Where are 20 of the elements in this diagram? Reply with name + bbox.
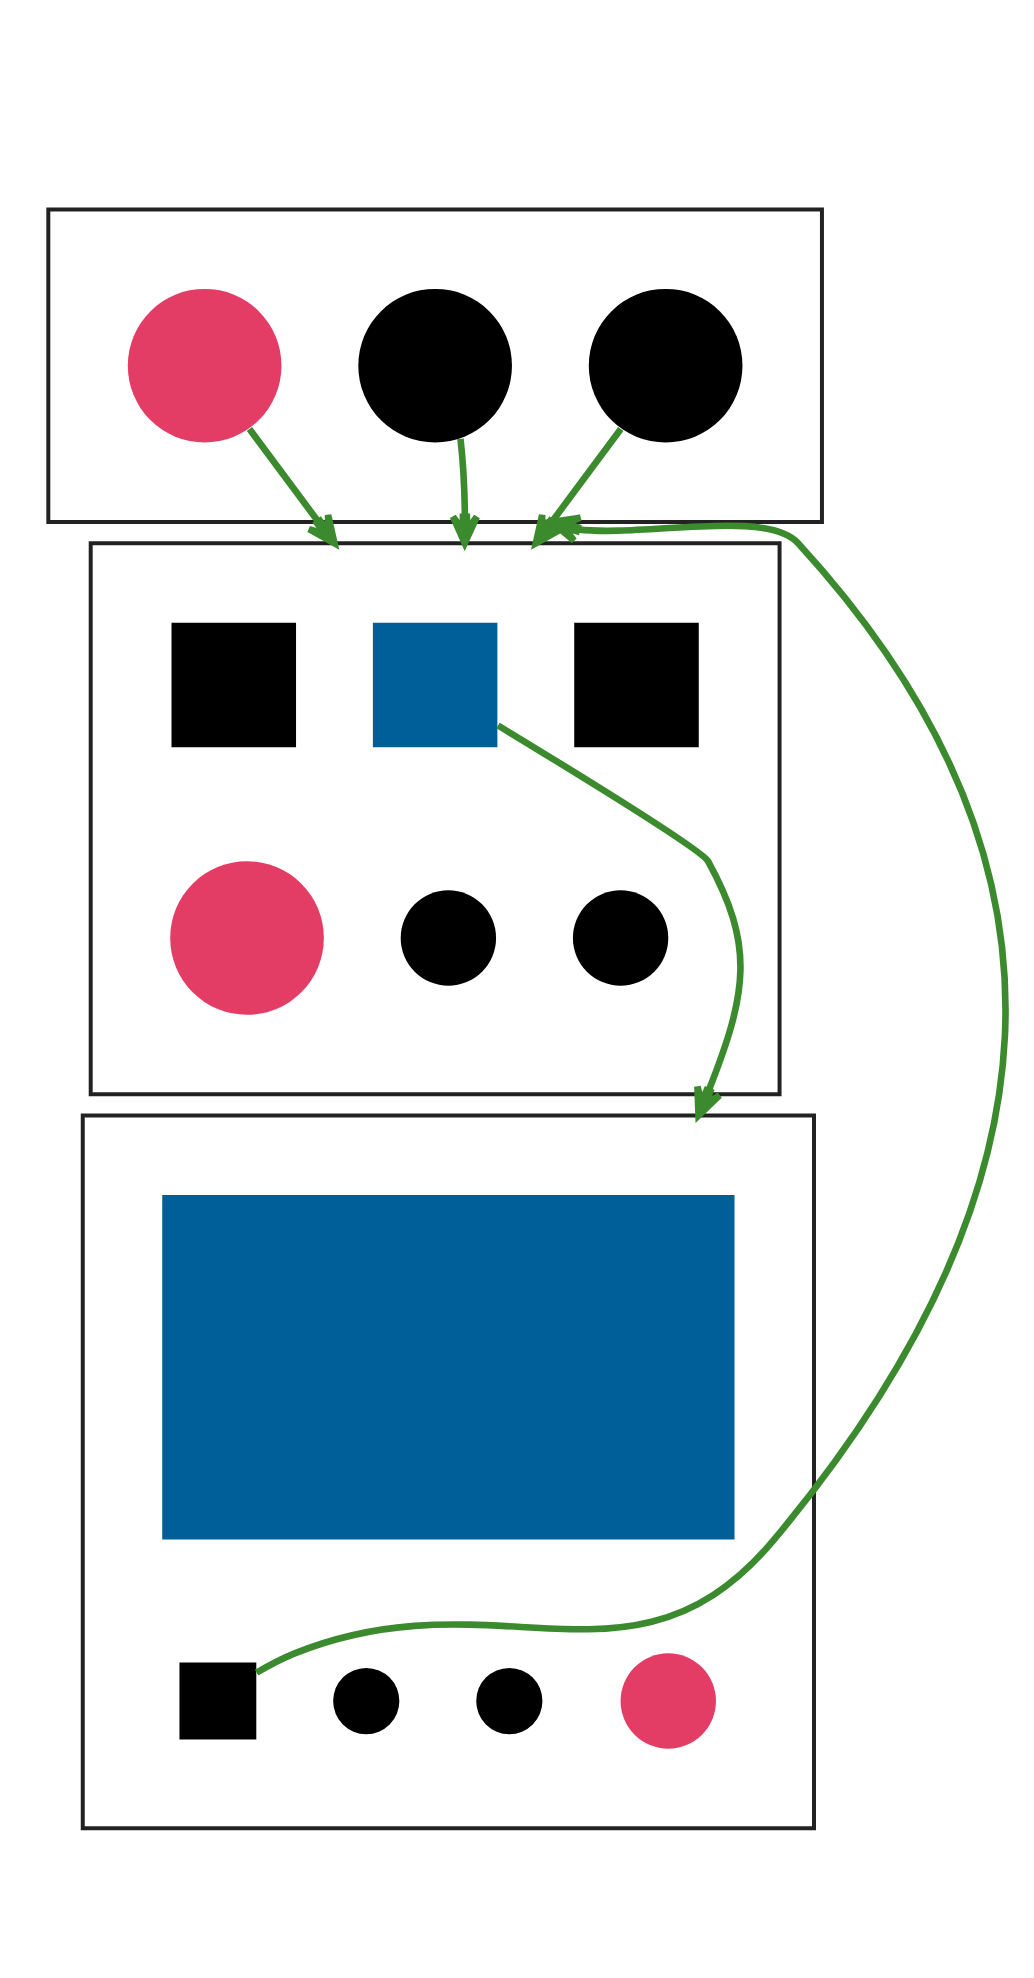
arrow (496, 722, 744, 1119)
node-circle (588, 288, 743, 443)
node-box (162, 1195, 735, 1540)
cluster (80, 1113, 816, 1831)
node-box (372, 622, 498, 748)
node-circle (476, 1667, 543, 1735)
node-box (574, 622, 699, 748)
node-circle (333, 1667, 400, 1735)
arrow (449, 438, 481, 547)
node-circle (358, 288, 512, 443)
node-circle (400, 890, 497, 986)
node-circle (127, 288, 282, 443)
node-circle (170, 861, 324, 1015)
cluster (88, 541, 782, 1097)
node-box (179, 1662, 257, 1740)
arrow (246, 427, 338, 547)
node-circle (572, 890, 669, 986)
arrow (255, 514, 1008, 1676)
node-box (171, 622, 297, 748)
node-circle (620, 1653, 716, 1749)
